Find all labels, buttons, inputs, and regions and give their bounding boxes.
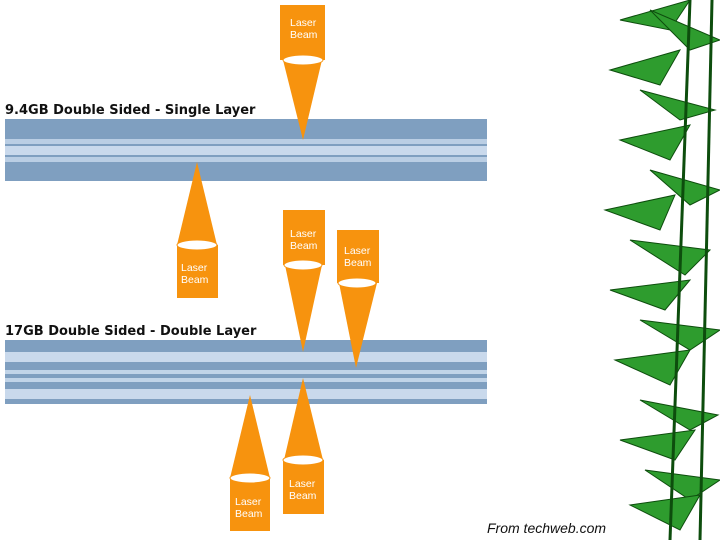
laser-beam-6-bottom <box>282 378 324 514</box>
laser-beam-4-top <box>337 230 379 368</box>
disc-2-double-layer <box>5 340 487 404</box>
bamboo-decoration <box>603 0 720 540</box>
laser-beam-3-top <box>283 210 325 352</box>
disc-1-single-layer <box>5 119 487 181</box>
disc-2-title: 17GB Double Sided - Double Layer <box>5 324 257 339</box>
source-caption: From techweb.com <box>487 520 607 536</box>
laser-beam-1-top <box>280 5 325 140</box>
laser-beam-5-bottom <box>229 395 271 531</box>
laser-beam-2-bottom <box>176 162 218 298</box>
disc-1-title: 9.4GB Double Sided - Single Layer <box>5 103 256 118</box>
